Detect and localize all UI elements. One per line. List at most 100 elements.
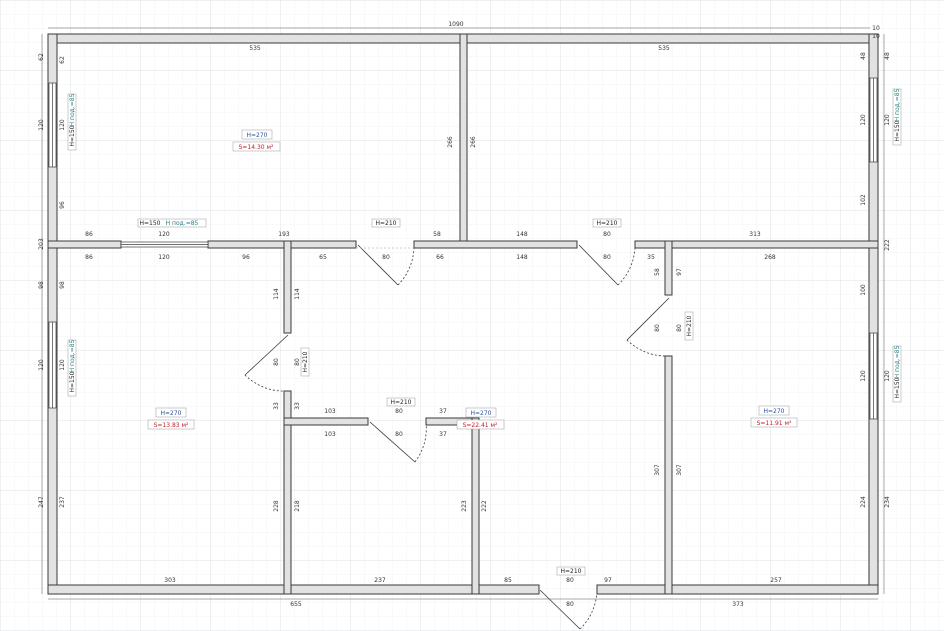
dim-right-224: 224 [860, 496, 867, 508]
dim-right-234: 234 [884, 496, 891, 508]
door-5-height: H=210 [391, 399, 412, 406]
room-labels: H=270 S=14.30 м² H=270 S=13.83 м² H=270 … [147, 129, 798, 430]
dim-right-48a: 48 [860, 52, 867, 60]
wall-mid-d [634, 240, 879, 249]
dim-bath-37b: 37 [439, 431, 447, 438]
dim-right-120a: 120 [860, 114, 867, 126]
dim-65: 65 [319, 254, 327, 261]
dim-r-58: 58 [654, 268, 661, 276]
dimensions: 1090 10 10 535 535 62 62 120 120 96 203 … [38, 21, 891, 608]
dim-120-mid-b: 120 [158, 254, 170, 261]
dim-35: 35 [647, 254, 655, 261]
dim-bot-303: 303 [164, 577, 176, 584]
dim-96-mid: 96 [242, 254, 250, 261]
dim-corr-33a: 33 [273, 402, 280, 410]
dim-bath-103b: 103 [324, 431, 336, 438]
wall-bath-top-a [283, 417, 369, 426]
dim-right-120d: 120 [884, 370, 891, 382]
dim-bot-85: 85 [504, 577, 512, 584]
dim-193: 193 [278, 231, 290, 238]
dim-left-98a: 98 [38, 281, 45, 289]
wall-mid-b [207, 240, 357, 249]
dim-bot-80b: 80 [566, 601, 574, 608]
wall-mid-c [413, 240, 578, 249]
wall-bath-right [471, 417, 480, 595]
room-1-label: H=270 S=14.30 м² [232, 129, 281, 152]
dim-bath-223: 223 [461, 500, 468, 512]
dim-corr-114a: 114 [273, 288, 280, 300]
dim-left-203: 203 [38, 238, 45, 250]
dim-right-48b: 48 [884, 52, 891, 60]
dim-bath-80b: 80 [395, 431, 403, 438]
dim-corner-a: 10 [872, 25, 880, 32]
dim-bot-80a: 80 [566, 577, 574, 584]
window-tags: H=150 H под.=85 H=150 H под.=85 H=150 H … [67, 88, 902, 403]
dim-corr-218: 218 [294, 500, 301, 512]
room-3-area: S=22.41 м² [463, 422, 498, 429]
room-2-height: H=270 [161, 410, 182, 417]
wall-outer-bottom-left [47, 584, 540, 595]
dim-left-96: 96 [59, 201, 66, 209]
wall-corridor-left-lower [283, 390, 292, 595]
door-1 [356, 244, 415, 286]
wall-outer-bottom-right [596, 584, 879, 595]
door-6 [539, 589, 598, 630]
dim-86b: 86 [85, 254, 93, 261]
dim-left-120a-in: 120 [59, 119, 66, 131]
wall-corridor-left-upper [283, 240, 292, 334]
dim-left-237: 237 [59, 496, 66, 508]
dim-corr-228: 228 [273, 500, 280, 512]
doors [244, 244, 670, 630]
room-4-area: S=11.91 м² [757, 420, 792, 427]
dim-right-100: 100 [860, 284, 867, 296]
dim-r-80a: 80 [654, 324, 661, 332]
dim-overall-bottom-right: 373 [732, 601, 744, 608]
dim-bath-37a: 37 [439, 408, 447, 415]
dim-bath-237: 237 [374, 577, 386, 584]
dim-corr-80a: 80 [273, 358, 280, 366]
dim-corner-b: 10 [872, 33, 880, 40]
dim-80-door2a: 80 [603, 231, 611, 238]
room-2-label: H=270 S=13.83 м² [147, 407, 195, 430]
dim-overall-top: 1090 [448, 21, 463, 28]
windows [48, 77, 878, 420]
dim-80-door1: 80 [382, 254, 390, 261]
dim-r-80b: 80 [676, 324, 683, 332]
dim-66: 66 [436, 254, 444, 261]
dim-overall-bottom-left: 655 [290, 601, 302, 608]
dim-bath-80a: 80 [395, 408, 403, 415]
door-5 [369, 421, 427, 463]
dim-r-307a: 307 [654, 464, 661, 476]
dim-corr-33b: 33 [294, 402, 301, 410]
window-left-top-sill: H под.=85 [69, 93, 76, 126]
window-right-top-sill: H под.=85 [894, 88, 901, 121]
dim-266b: 266 [470, 136, 477, 148]
dim-left-120c: 120 [59, 359, 66, 371]
dim-bath-103a: 103 [324, 408, 336, 415]
room-3-height: H=270 [471, 410, 492, 417]
door-4-height: H=210 [686, 315, 693, 336]
door-3-height: H=210 [302, 351, 309, 372]
door-4 [626, 297, 670, 357]
dim-right-102: 102 [860, 194, 867, 206]
dim-corr-114b: 114 [294, 288, 301, 300]
dim-left-62-in: 62 [59, 56, 66, 64]
window-mid-sill: H под.=85 [166, 220, 199, 227]
dim-86a: 86 [85, 231, 93, 238]
dim-58: 58 [433, 231, 441, 238]
window-left-bottom-height: H=150 [69, 371, 76, 392]
wall-top-divider [459, 33, 468, 243]
window-right-top-height: H=150 [894, 120, 901, 141]
dim-268: 268 [764, 254, 776, 261]
wall-right-room-lower [664, 355, 673, 595]
dim-313: 313 [749, 231, 761, 238]
dim-left-98b: 98 [59, 281, 66, 289]
dim-97-right: 97 [676, 268, 683, 276]
dim-148a: 148 [516, 231, 528, 238]
room-1-height: H=270 [247, 132, 268, 139]
dim-right-120c: 120 [860, 370, 867, 382]
window-right-bottom-sill: H под.=85 [894, 345, 901, 378]
dim-top-left-room: 535 [249, 45, 261, 52]
dim-top-right-room: 535 [658, 45, 670, 52]
